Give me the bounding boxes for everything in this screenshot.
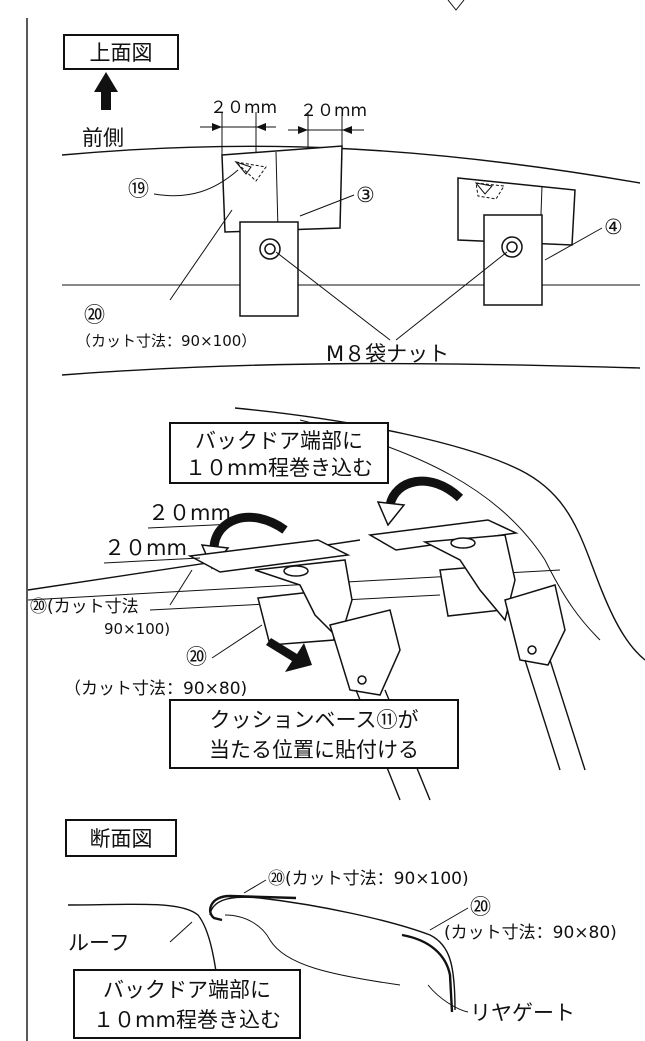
cushion-arrow-icon [266,638,312,672]
nut-label: M８袋ナット [326,342,449,366]
callout-20-persp-b: ⑳ [186,645,207,669]
leader-gate [427,984,469,1013]
leg-right-line-b [549,659,586,771]
screw-icon [357,675,367,685]
callout-20-section-b: ⑳ [470,895,491,919]
top-view-title-box [63,34,179,70]
gate-label: リヤゲート [470,1001,575,1025]
top-view: 上面図 前側 ２０mm ２０mm [61,34,641,376]
top-view-title: 上面図 [90,41,153,65]
dim-arrow-icon [342,126,352,134]
roof-section [67,903,221,1001]
front-arrow-icon [94,72,118,110]
top-notch [447,0,465,11]
callout-19: ⑲ [128,177,149,201]
section-note-line2: １０mm程巻き込む [93,1008,281,1032]
gate-inner [224,914,401,986]
bolt-persp-right [450,537,476,549]
cut-size-top: （カット寸法：90×100） [76,332,256,350]
leader-20-section-b [429,907,469,931]
callout-4: ④ [604,215,623,239]
section-note-box [73,969,301,1039]
pad-20-left [221,145,343,233]
roof-rear-edge [61,362,641,376]
pad-20-persp-left [187,539,351,573]
cut-size-persp-b: （カット寸法：90×80) [64,679,247,699]
bracket-4 [483,214,543,306]
callout-20-section-a: ⑳(カット寸法：90×100) [268,869,469,889]
perspective-view: バックドア端部に １０mm程巻き込む ２０mm ２０mm ⑳(カット寸法 [27,407,645,801]
dim-right-label: ２０mm [300,101,367,121]
part-19-right [475,182,505,200]
callout-3: ③ [356,183,375,207]
nut-right-inner [506,241,518,253]
bracket-3 [239,221,299,317]
dim-lower-label: ２０mm [104,536,187,560]
leg-left-top [329,609,401,696]
wrap-arrow-right-head [376,501,406,527]
dim-left-label: ２０mm [210,98,277,118]
leader-20-section-a [243,879,267,894]
leg-right-line-a [524,659,561,771]
cushion-note-box [169,699,459,769]
dim-upper-label: ２０mm [148,501,231,525]
section-view-title-box [65,819,177,857]
wrap-arrow-right-icon [385,476,464,507]
wrap-note-line1: バックドア端部に [195,429,363,453]
part-19-left [234,161,267,182]
leader-20-persp-a [169,569,193,606]
dim-arrow-icon [212,123,222,131]
leader-nut-left [275,251,391,341]
callout-20-persp-a: ⑳(カット寸法 [30,597,139,617]
gate-section [209,896,456,1011]
leg-right-top [504,584,566,666]
part-19-left-tri [234,160,252,175]
cut-size-persp-a: 90×100) [104,620,170,638]
pad-20-persp-right [367,519,519,551]
leader-nut-right [395,251,508,341]
wrap-note-line2: １０mm程巻き込む [185,456,373,480]
leader-3 [299,194,355,217]
pad-20-section-b [401,933,454,1013]
leader-20-top [169,209,233,301]
dim-arrow-icon [256,123,266,131]
cut-size-section-b: (カット寸法：90×80) [444,923,617,943]
pad-fold-line [275,151,279,231]
dim-arrow-icon [298,126,308,134]
bracket-persp-right [422,534,516,622]
section-view-title: 断面図 [90,827,153,851]
leader-20-persp-b [211,624,263,659]
section-note-line1: バックドア端部に [103,978,271,1002]
roof-label: ルーフ [68,931,130,955]
dim-upper-line [147,523,236,529]
wrap-arrow-left-icon [209,512,288,549]
cushion-note-line1: クッションベース⑪が [210,708,419,732]
section-view: 断面図 ⑳(カット寸法：90×100) ⑳ (カット寸法：90×80) ルーフ … [65,819,617,1039]
leader-4 [544,227,603,261]
pad-20-section-a [209,894,297,922]
dim-lower-line [103,557,201,564]
front-label: 前側 [82,126,124,150]
nut-left-inner [264,243,276,255]
part-19-right-tri [474,182,493,195]
cushion-note-line2: 当たる位置に貼付ける [209,738,419,762]
leader-roof [169,921,193,943]
callout-20-top: ⑳ [84,303,105,327]
screw-icon [527,645,537,655]
bolt-persp-left [283,565,309,577]
wrap-note-box [169,422,389,484]
leader-19 [153,169,239,197]
